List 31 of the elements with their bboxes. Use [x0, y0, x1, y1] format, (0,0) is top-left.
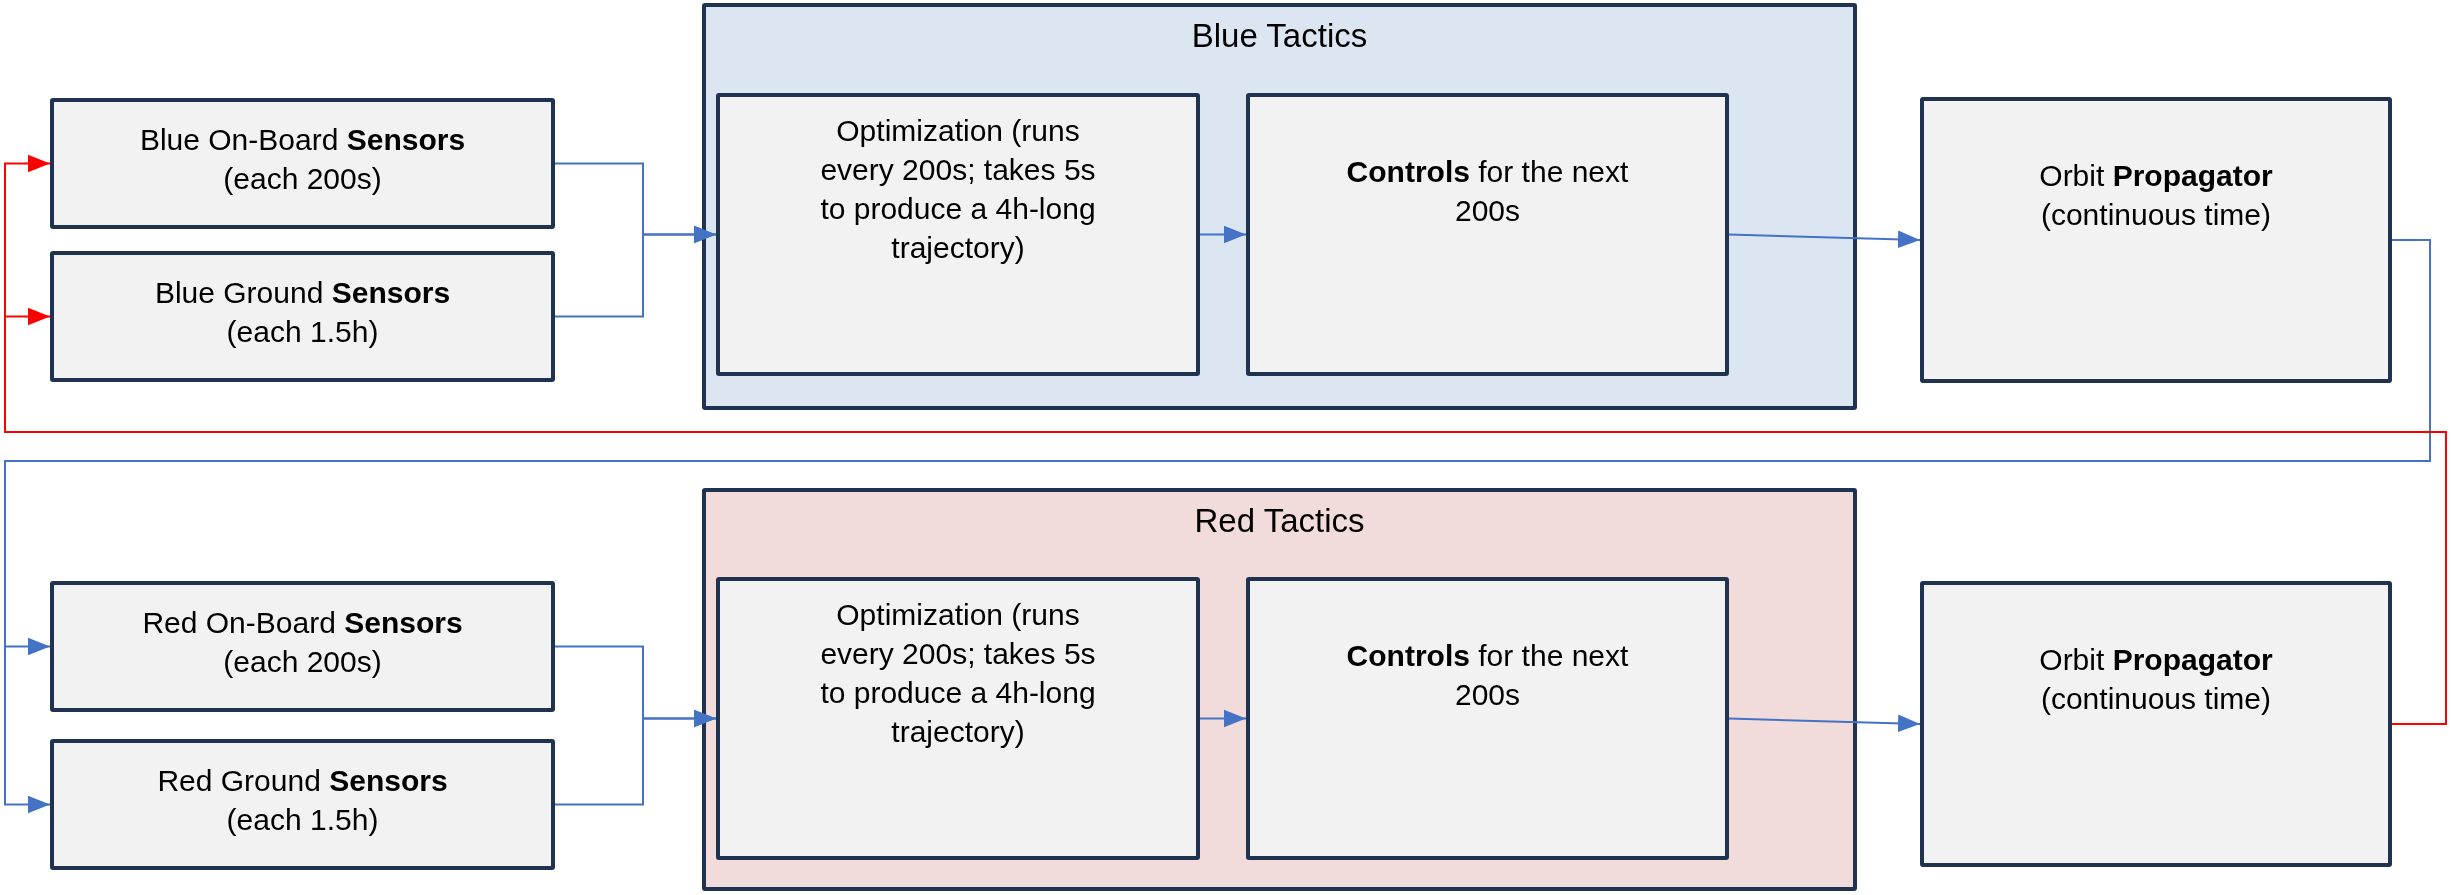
process-box: [1246, 93, 1729, 376]
node-label: Red Ground Sensors (each 1.5h): [156, 763, 449, 838]
arrow: [1199, 225, 1247, 244]
node-label: Orbit Propagator (continuous time): [2038, 642, 2274, 717]
sensor-box: [50, 581, 555, 712]
sensor-box: [50, 98, 555, 229]
process-box: [1920, 581, 2392, 867]
arrow: [1728, 714, 1921, 733]
sensor-box: [50, 251, 555, 382]
arrow: [1199, 709, 1247, 728]
process-box: [716, 93, 1200, 376]
node-label: Optimization (runs every 200s; takes 5s to produce a 4h-long trajectory): [819, 597, 1097, 750]
node-label: Orbit Propagator (continuous time): [2038, 158, 2274, 233]
tactics-panel: [702, 488, 1857, 891]
arrow: [1728, 230, 1921, 249]
panel-title: Blue Tactics: [1190, 16, 1369, 56]
process-box: [1920, 97, 2392, 383]
node-label: Optimization (runs every 200s; takes 5s to produce a 4h-long trajectory): [819, 113, 1097, 266]
process-box: [716, 577, 1200, 860]
node-label: Blue On-Board Sensors (each 200s): [138, 122, 467, 197]
node-label: Controls for the next 200s: [1345, 154, 1630, 229]
node-label: Controls for the next 200s: [1345, 638, 1630, 713]
arrow: [554, 709, 717, 806]
node-label: Blue Ground Sensors (each 1.5h): [153, 275, 452, 350]
arrow: [554, 225, 717, 318]
sensor-box: [50, 739, 555, 870]
panel-title: Red Tactics: [1193, 501, 1366, 541]
process-box: [1246, 577, 1729, 860]
arrow: [4, 307, 2447, 725]
node-label: Red On-Board Sensors (each 200s): [141, 605, 464, 680]
tactics-panel: [702, 3, 1857, 410]
